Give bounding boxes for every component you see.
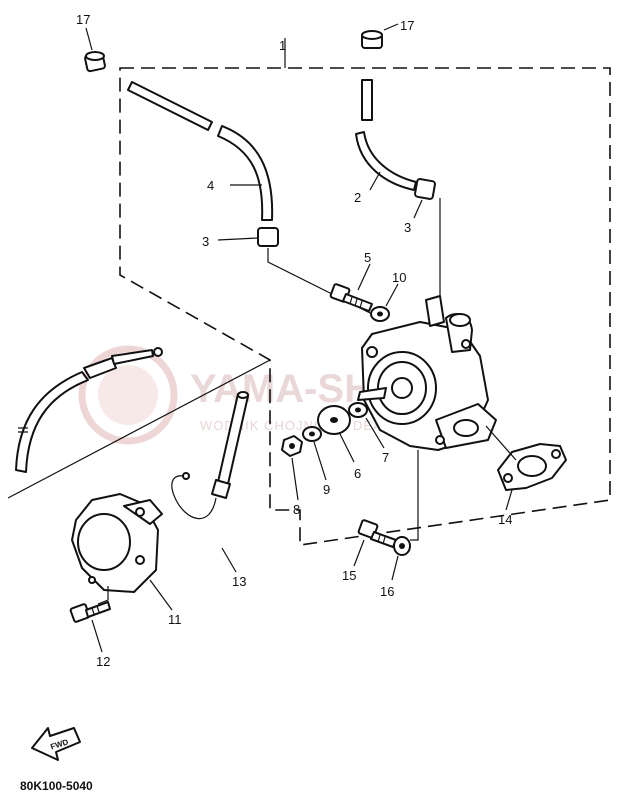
label-16: 16 xyxy=(380,584,394,599)
label-7: 7 xyxy=(382,450,389,465)
guide-line-12 xyxy=(97,586,109,605)
label-13: 13 xyxy=(232,574,246,589)
leader-12 xyxy=(91,619,103,653)
leader-3b xyxy=(413,199,423,219)
plate-6 xyxy=(317,405,351,435)
leader-17b xyxy=(383,23,399,31)
washer-7 xyxy=(348,402,368,418)
watermark-logo xyxy=(78,345,178,445)
leader-13 xyxy=(221,547,237,573)
control-cable-end xyxy=(15,347,163,473)
leader-14 xyxy=(505,489,513,511)
leader-17a xyxy=(85,27,93,51)
cable-13 xyxy=(171,391,249,520)
label-4: 4 xyxy=(207,178,214,193)
label-3a: 3 xyxy=(202,234,209,249)
diagram-code: 80K100-5040 xyxy=(20,779,93,793)
washer-16 xyxy=(393,536,411,556)
leader-8 xyxy=(291,457,299,501)
bolt-12 xyxy=(69,601,111,623)
leader-14-guide xyxy=(485,425,517,461)
watermark-logo-inner xyxy=(98,365,158,425)
label-12: 12 xyxy=(96,654,110,669)
label-10: 10 xyxy=(392,270,406,285)
divider-line xyxy=(7,359,271,499)
cover-11 xyxy=(71,493,163,593)
hose-4 xyxy=(127,81,274,221)
leader-3a xyxy=(217,237,259,241)
label-11: 11 xyxy=(168,612,182,627)
leader-11 xyxy=(149,579,173,611)
leader-6 xyxy=(339,433,355,463)
cap-17-right xyxy=(361,30,383,49)
label-2: 2 xyxy=(354,190,361,205)
washer-10 xyxy=(370,306,390,322)
screw-5 xyxy=(329,283,373,312)
label-6: 6 xyxy=(354,466,361,481)
leader-10 xyxy=(385,283,399,307)
forward-arrow-icon: FWD xyxy=(31,727,81,761)
label-1: 1 xyxy=(279,38,286,53)
clamp-3-left xyxy=(257,227,279,247)
leader-7 xyxy=(365,417,385,449)
oil-pump-body xyxy=(357,295,497,451)
label-3b: 3 xyxy=(404,220,411,235)
leader-15 xyxy=(353,539,365,567)
label-5: 5 xyxy=(364,250,371,265)
label-15: 15 xyxy=(342,568,356,583)
label-8: 8 xyxy=(293,502,300,517)
leader-2 xyxy=(369,171,381,191)
label-14: 14 xyxy=(498,512,512,527)
cap-17-left xyxy=(84,51,106,73)
assembly-outline xyxy=(119,67,611,546)
leader-9 xyxy=(313,441,327,481)
label-9: 9 xyxy=(323,482,330,497)
gasket-14 xyxy=(497,443,567,491)
leader-16 xyxy=(391,555,399,581)
nut-8 xyxy=(281,435,303,457)
hose-2 xyxy=(355,79,417,191)
label-17b: 17 xyxy=(400,18,414,33)
leader-5 xyxy=(357,263,371,291)
washer-9 xyxy=(302,426,322,442)
clamp-3-right xyxy=(414,178,436,200)
label-17a: 17 xyxy=(76,12,90,27)
bolt-15 xyxy=(357,519,397,548)
guide-line-16 xyxy=(410,450,419,541)
